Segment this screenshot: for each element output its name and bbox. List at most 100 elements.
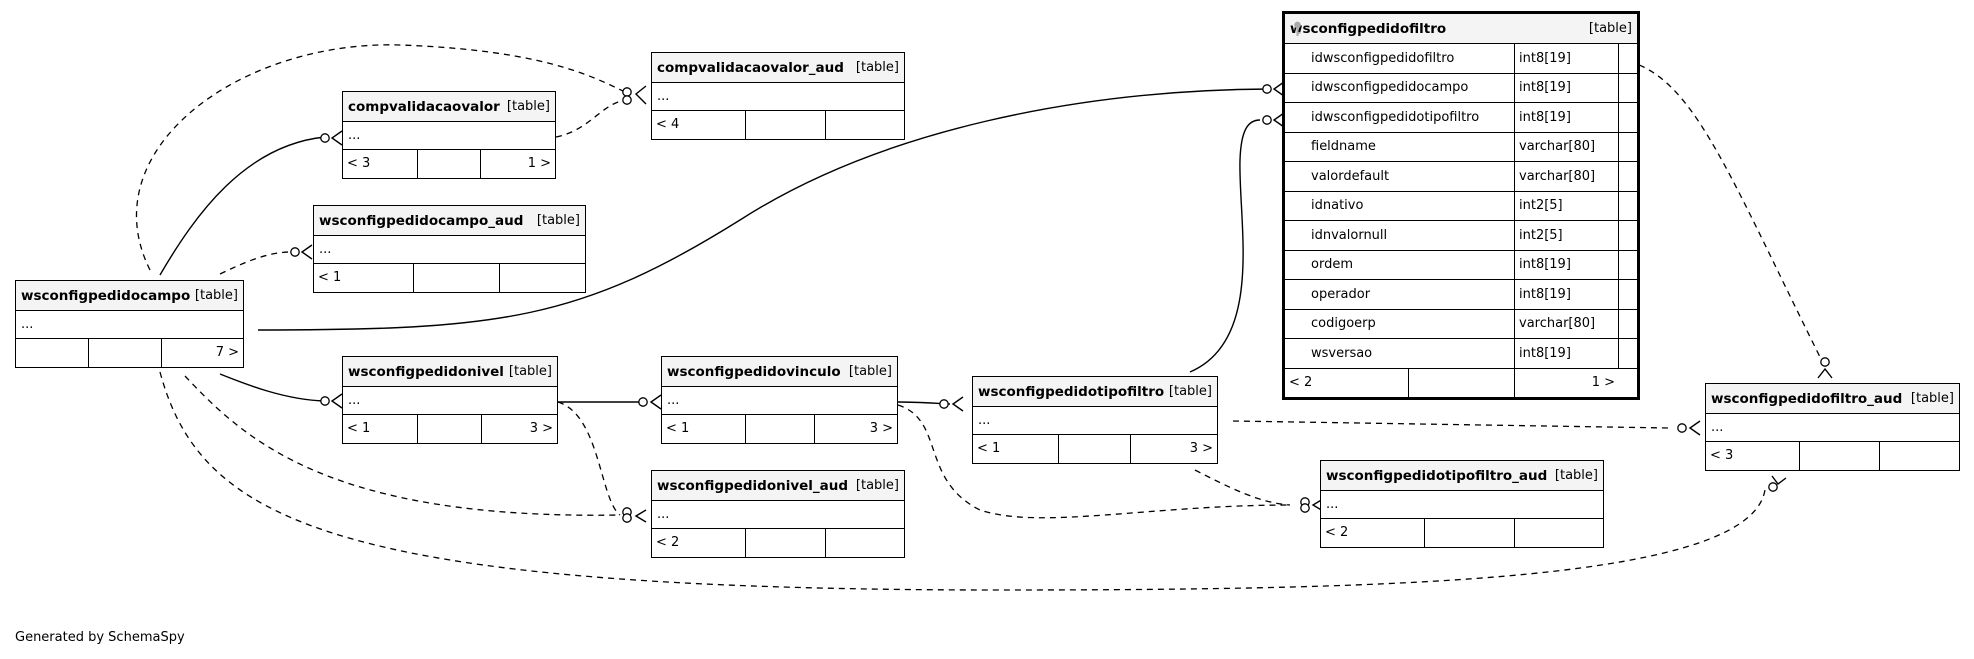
parents-count: < 4 <box>652 111 746 139</box>
relationship-campo-nivel <box>219 373 326 402</box>
rows-count <box>414 264 500 292</box>
relationship-compvalidacaovalor-aud <box>555 99 626 138</box>
table-name: wsconfigpedidocampo <box>21 287 191 304</box>
parents-count: < 2 <box>1285 368 1409 397</box>
columns-collapsed: ... <box>652 83 904 111</box>
table-header: compvalidacaovalor [table] <box>343 92 555 122</box>
parents-count: < 3 <box>1706 442 1800 470</box>
column-type: int2[5] <box>1515 221 1619 250</box>
columns-collapsed: ... <box>343 387 557 415</box>
table-footer: < 2 <box>1321 519 1603 547</box>
children-count <box>500 264 585 292</box>
table-wsconfigpedidocampo_aud[interactable]: wsconfigpedidocampo_aud [table] ... < 1 <box>313 205 586 293</box>
column-type: int8[19] <box>1515 44 1619 73</box>
table-header: wsconfigpedidonivel_aud [table] <box>652 471 904 501</box>
table-type: [table] <box>1168 384 1212 399</box>
table-type: [table] <box>848 364 892 379</box>
table-type: [table] <box>508 364 552 379</box>
table-wsconfigpedidofiltro_aud[interactable]: wsconfigpedidofiltro_aud [table] ... < 3 <box>1705 383 1960 471</box>
children-count: 3 > <box>869 421 893 436</box>
parents-count: < 1 <box>343 415 418 443</box>
column-type: varchar[80] <box>1515 132 1619 161</box>
parents-count: < 1 <box>973 435 1059 463</box>
column-type: int8[19] <box>1515 250 1619 279</box>
table-footer: < 1 <box>314 264 585 292</box>
column-name: idnvalornull <box>1285 221 1515 250</box>
table-wsconfigpedidofiltro[interactable]: wsconfigpedidofiltro [table] idwsconfigp… <box>1282 11 1640 400</box>
columns-collapsed: ... <box>314 236 585 264</box>
column-type: int8[19] <box>1515 339 1619 368</box>
table-compvalidacaovalor_aud[interactable]: compvalidacaovalor_aud [table] ... < 4 <box>651 52 905 140</box>
table-footer: < 3 1 > <box>343 150 555 178</box>
table-type: [table] <box>506 99 550 114</box>
table-name: compvalidacaovalor_aud <box>657 59 844 76</box>
column-name: ordem <box>1285 250 1515 279</box>
table-compvalidacaovalor[interactable]: compvalidacaovalor [table] ... < 3 1 > <box>342 91 556 179</box>
table-header: wsconfigpedidocampo [table] <box>16 281 243 311</box>
children-count <box>826 111 904 139</box>
parents-count: < 1 <box>314 264 414 292</box>
relationship-campo-compvalidacaovalor <box>159 136 326 276</box>
table-header: wsconfigpedidocampo_aud [table] <box>314 206 585 236</box>
table-footer: < 2 <box>652 529 904 557</box>
parents-count: < 2 <box>652 529 746 557</box>
children-count: 3 > <box>529 421 553 436</box>
table-footer: < 2 1 > <box>1285 368 1637 397</box>
relationship-campo-campo-aud <box>219 251 292 275</box>
table-header: wsconfigpedidofiltro_aud [table] <box>1706 384 1959 414</box>
column-name: idwsconfigpedidocampo <box>1285 73 1515 102</box>
children-count: 1 > <box>527 156 551 171</box>
columns-collapsed: ... <box>662 387 897 415</box>
rows-count <box>1425 519 1515 547</box>
table-wsconfigpedidotipofiltro_aud[interactable]: wsconfigpedidotipofiltro_aud [table] ...… <box>1320 460 1604 548</box>
table-type: [table] <box>194 288 238 303</box>
table-wsconfigpedidovinculo[interactable]: wsconfigpedidovinculo [table] ... < 1 3 … <box>661 356 898 444</box>
table-wsconfigpedidotipofiltro[interactable]: wsconfigpedidotipofiltro [table] ... < 1… <box>972 376 1218 464</box>
generator-credit: Generated by SchemaSpy <box>15 630 185 645</box>
column-name: idwsconfigpedidotipofiltro <box>1285 103 1515 132</box>
table-header: wsconfigpedidovinculo [table] <box>662 357 897 387</box>
table-footer: < 1 3 > <box>973 435 1217 463</box>
table-footer: 7 > <box>16 339 243 367</box>
table-type: [table] <box>855 60 899 75</box>
children-count: 1 > <box>1591 374 1615 390</box>
table-footer: < 4 <box>652 111 904 139</box>
table-wsconfigpedidonivel[interactable]: wsconfigpedidonivel [table] ... < 1 3 > <box>342 356 558 444</box>
columns-collapsed: ... <box>343 122 555 150</box>
column-name: operador <box>1285 280 1515 309</box>
rows-count <box>746 415 815 443</box>
column-type: varchar[80] <box>1515 309 1619 338</box>
children-count <box>826 529 904 557</box>
column-type: int8[19] <box>1515 103 1619 132</box>
table-type: [table] <box>1588 21 1632 36</box>
relationship-campo-nivel-aud <box>184 375 621 516</box>
children-count <box>1515 519 1603 547</box>
table-header: wsconfigpedidofiltro [table] <box>1285 14 1637 44</box>
rows-count <box>746 111 826 139</box>
children-count <box>1880 442 1959 470</box>
rows-count <box>418 150 481 178</box>
column-type: int8[19] <box>1515 73 1619 102</box>
table-header: wsconfigpedidotipofiltro [table] <box>973 377 1217 407</box>
rows-count <box>1409 368 1515 397</box>
table-wsconfigpedidonivel_aud[interactable]: wsconfigpedidonivel_aud [table] ... < 2 <box>651 470 905 558</box>
parents-count: < 1 <box>662 415 746 443</box>
table-name: wsconfigpedidovinculo <box>667 363 841 380</box>
table-wsconfigpedidocampo[interactable]: wsconfigpedidocampo [table] ... 7 > <box>15 280 244 368</box>
table-footer: < 1 3 > <box>662 415 897 443</box>
table-name: wsconfigpedidotipofiltro_aud <box>1326 467 1548 484</box>
columns-collapsed: ... <box>1706 414 1959 442</box>
table-name: wsconfigpedidonivel_aud <box>657 477 849 494</box>
